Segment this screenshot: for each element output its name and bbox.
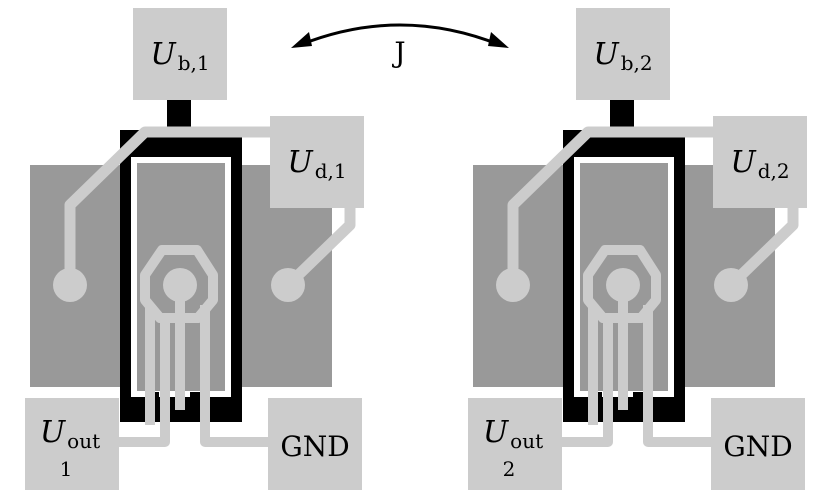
coupling-label: J: [391, 36, 405, 69]
trace-center-ring: [583, 245, 661, 323]
trace-gnd: [200, 305, 282, 447]
svg-text:1: 1: [60, 457, 73, 481]
coupling-arrowhead-right: [488, 32, 509, 48]
contact-dot-right: [271, 268, 305, 302]
contact-dot-right: [714, 268, 748, 302]
trace-left-gate: [64, 126, 275, 285]
svg-text:Ud,1: Ud,1: [287, 145, 346, 183]
svg-text:Ub,1: Ub,1: [150, 37, 209, 75]
svg-text:GND: GND: [280, 430, 349, 463]
pad-ground: GND: [711, 398, 805, 490]
coupling: J: [291, 23, 509, 69]
contact-dot-center: [606, 268, 640, 302]
pad-ground: GND: [268, 398, 362, 490]
svg-text:Ub,2: Ub,2: [593, 37, 652, 75]
trace-out-2: [108, 320, 170, 447]
contact-dot-left: [53, 268, 87, 302]
trace-out-2: [551, 320, 613, 447]
coupling-arrowhead-left: [291, 32, 312, 48]
coupling-arrow: [299, 23, 501, 47]
svg-text:2: 2: [503, 457, 516, 481]
contact-dot-left: [496, 268, 530, 302]
svg-text:Ud,2: Ud,2: [730, 145, 789, 183]
trace-gnd: [643, 305, 725, 447]
trace-center-ring: [140, 245, 218, 323]
contact-dot-center: [163, 268, 197, 302]
trace-left-gate: [507, 126, 718, 285]
svg-text:GND: GND: [723, 430, 792, 463]
